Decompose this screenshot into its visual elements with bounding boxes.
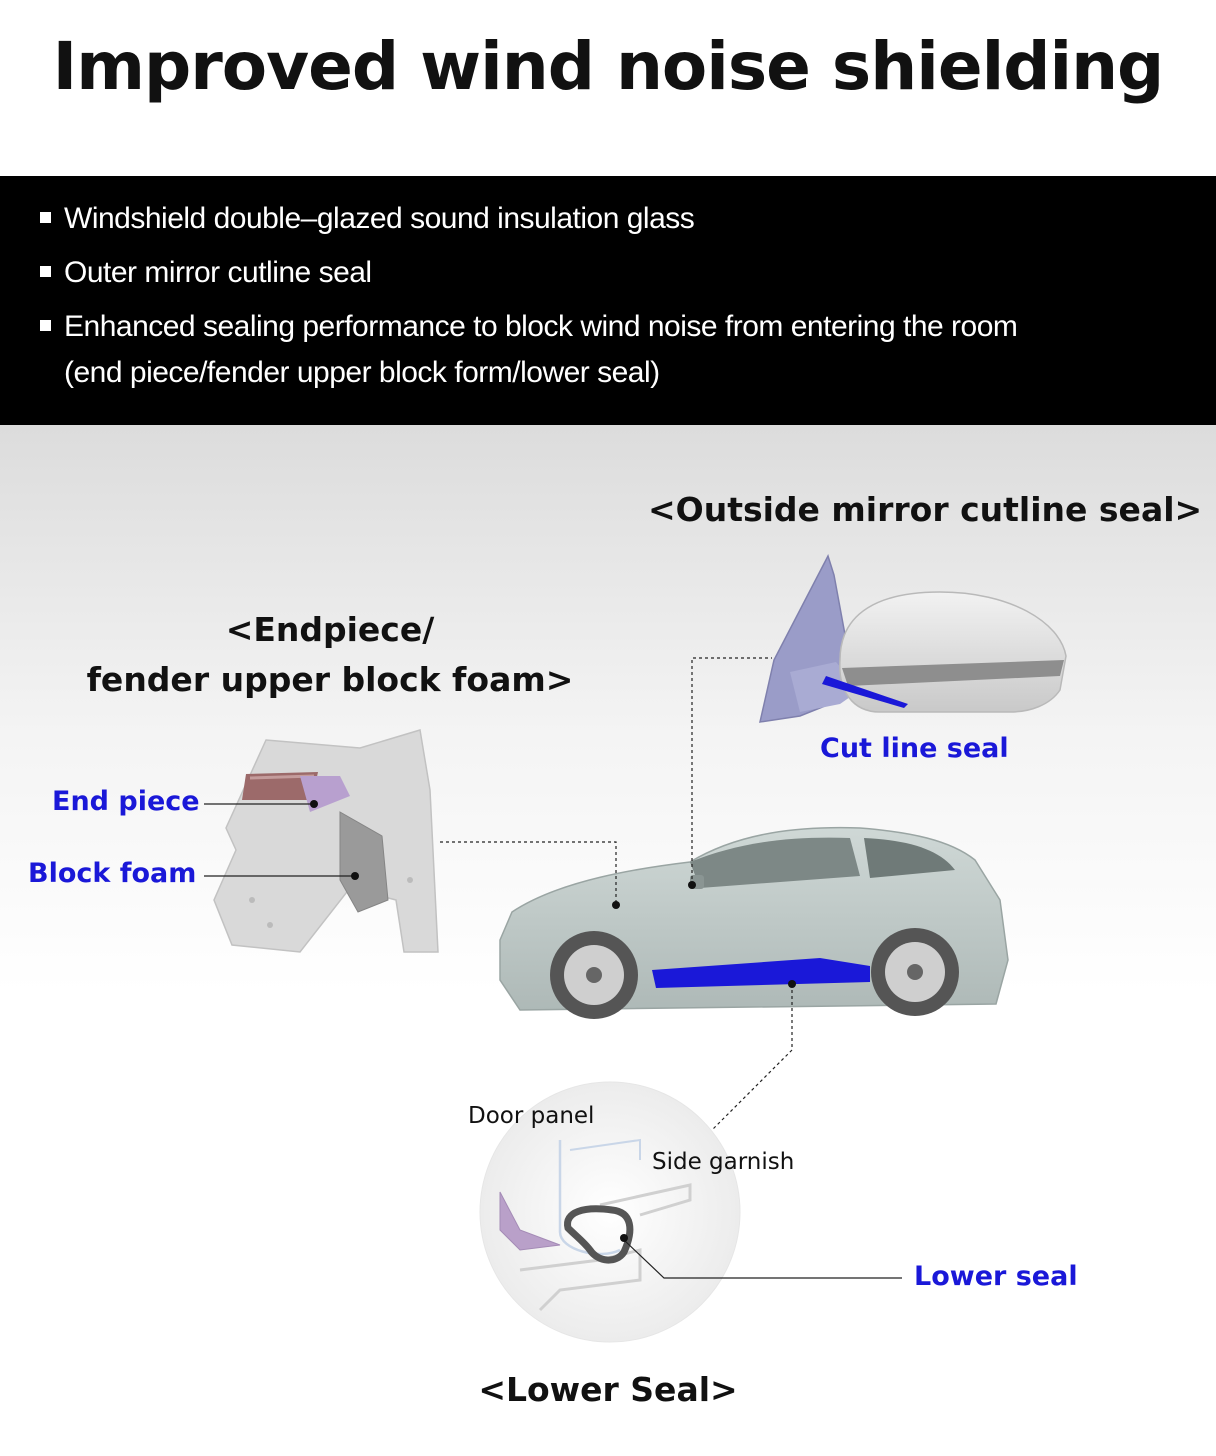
lower-seal-heading: <Lower Seal> [478,1370,738,1409]
door-panel-label: Door panel [468,1103,595,1129]
feature-list: Windshield double–glazed sound insulatio… [0,176,1216,425]
bullet-mirror-seal: Outer mirror cutline seal [40,256,372,290]
lower-seal-label: Lower seal [914,1261,1078,1292]
bullet-windshield: Windshield double–glazed sound insulatio… [40,202,695,236]
fender-heading-line2: fender upper block foam> [86,660,574,699]
block-foam-label: Block foam [28,858,197,889]
page-title: Improved wind noise shielding [52,28,1165,105]
square-bullet-icon [40,211,51,223]
mirror-heading: <Outside mirror cutline seal> [648,490,1203,529]
lower-seal-illustration [479,1081,741,1343]
leader-dots [310,800,796,1242]
leader-lines [204,657,902,1279]
fender-illustration [213,729,439,953]
bullet-sealing: Enhanced sealing performance to block wi… [40,310,1018,390]
side-garnish-label: Side garnish [652,1149,795,1175]
outside-mirror-illustration [759,554,1067,723]
square-bullet-icon [40,265,51,277]
car-illustration [499,826,1009,1019]
square-bullet-icon [40,319,51,331]
bullet-continuation: (end piece/fender upper block form/lower… [64,356,660,389]
cut-line-seal-label: Cut line seal [820,733,1009,764]
end-piece-label: End piece [52,786,200,817]
fender-heading-line1: <Endpiece/ [225,610,435,649]
